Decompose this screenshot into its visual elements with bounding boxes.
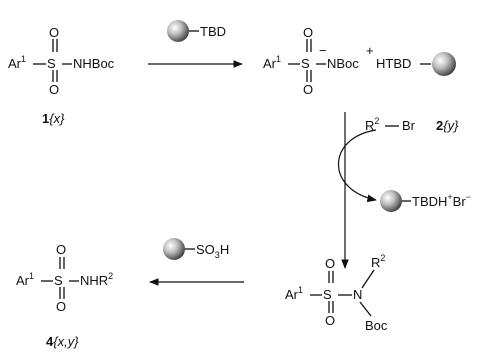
nhr2-group: NHR2 <box>80 271 113 288</box>
resin-bead-icon <box>380 190 402 212</box>
step-1-arrow: TBD <box>148 20 243 68</box>
s-atom: S <box>47 56 56 71</box>
htbd-group: HTBD <box>376 56 411 71</box>
compound-1-label: 1{x} <box>42 111 65 126</box>
o-atom-top: O <box>303 25 313 40</box>
ar-atom: Ar1 <box>285 285 303 302</box>
nhboc-group: NHBoc <box>73 56 115 71</box>
compound-sulfonamide-anion-salt: Ar1 S O O − NBoc + HTBD <box>263 25 456 97</box>
n-r-bond <box>361 269 375 289</box>
compound-alkylated-protected: Ar1 S O O N R2 Boc <box>285 253 388 333</box>
o-atom-top: O <box>49 25 59 40</box>
nboc-group: NBoc <box>327 56 359 71</box>
resin-bead-icon <box>163 238 185 260</box>
n-atom: N <box>353 287 362 302</box>
minus-charge: − <box>319 43 327 58</box>
o-atom-top: O <box>56 242 66 257</box>
n-boc-bond <box>359 301 372 317</box>
step-3-arrow: SO3H <box>149 238 244 286</box>
compound-2-label: 2{y} <box>436 118 459 133</box>
plus-charge: + <box>366 43 374 58</box>
o-atom-bottom: O <box>303 82 313 97</box>
s-atom: S <box>54 273 63 288</box>
curved-arrow <box>338 129 377 203</box>
step-2-arrow: R2 Br 2{y} TBDH+Br− <box>338 112 471 269</box>
tbdh-br-byproduct: TBDH+Br− <box>412 192 471 209</box>
compound-4-product: Ar1 S O O NHR2 4{x,y} <box>16 242 113 349</box>
o-atom-bottom: O <box>325 313 335 328</box>
compound-1-sulfonamide: Ar1 S O O NHBoc 1{x} <box>8 25 115 126</box>
ar-atom: Ar1 <box>263 54 281 71</box>
ar-atom: Ar1 <box>8 54 26 71</box>
alkyl-bromide-reagent: R2 <box>365 116 379 133</box>
compound-4-label: 4{x,y} <box>46 334 79 349</box>
o-atom-bottom: O <box>49 82 59 97</box>
boc-group: Boc <box>365 318 388 333</box>
resin-bead-icon <box>432 52 456 76</box>
o-atom-top: O <box>325 256 335 271</box>
s-atom: S <box>323 287 332 302</box>
sulfonic-acid-resin: SO3H <box>196 242 229 260</box>
r2-substituent: R2 <box>371 253 385 270</box>
br-atom: Br <box>402 118 416 133</box>
s-atom: S <box>301 56 310 71</box>
resin-bead-icon <box>167 20 189 42</box>
tbd-reagent: TBD <box>200 24 226 39</box>
ar-atom: Ar1 <box>16 271 34 288</box>
o-atom-bottom: O <box>56 299 66 314</box>
